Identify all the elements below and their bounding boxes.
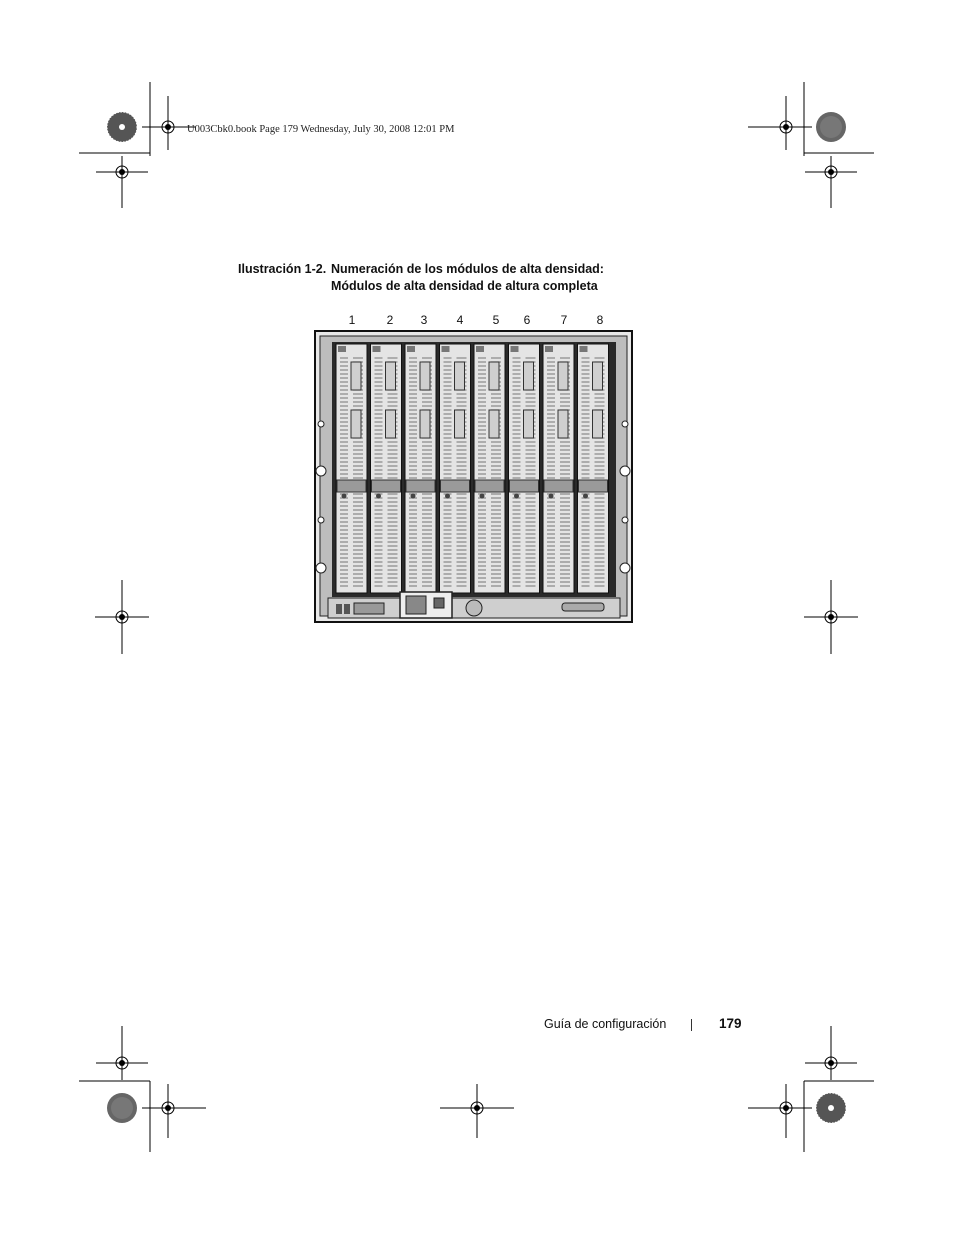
figure-title-line-2: Módulos de alta densidad de altura compl… [331,279,598,293]
blade-module [473,343,506,594]
blade-module [370,343,402,594]
print-slug: U003Cbk0.book Page 179 Wednesday, July 3… [187,124,455,135]
figure-label: Ilustración 1-2. [238,262,327,276]
blade-module [439,343,471,594]
footer-section-title: Guía de configuración [544,1017,667,1031]
slot-number-5: 5 [492,313,500,327]
slot-number-6: 6 [523,313,531,327]
blade-module [542,343,575,594]
figure-title-line-1: Numeración de los módulos de alta densid… [331,262,604,276]
footer-separator [691,1019,692,1031]
slot-number-8: 8 [596,313,604,327]
blade-module [577,343,609,594]
blade-module [335,343,368,594]
blade-module [508,343,540,594]
blade-module [404,343,437,594]
blade-chassis-illustration [314,330,633,623]
slot-number-3: 3 [420,313,428,327]
slot-number-1: 1 [348,313,356,327]
page-number: 179 [719,1016,742,1031]
slot-number-4: 4 [456,313,464,327]
slot-number-2: 2 [386,313,394,327]
slot-number-7: 7 [560,313,568,327]
